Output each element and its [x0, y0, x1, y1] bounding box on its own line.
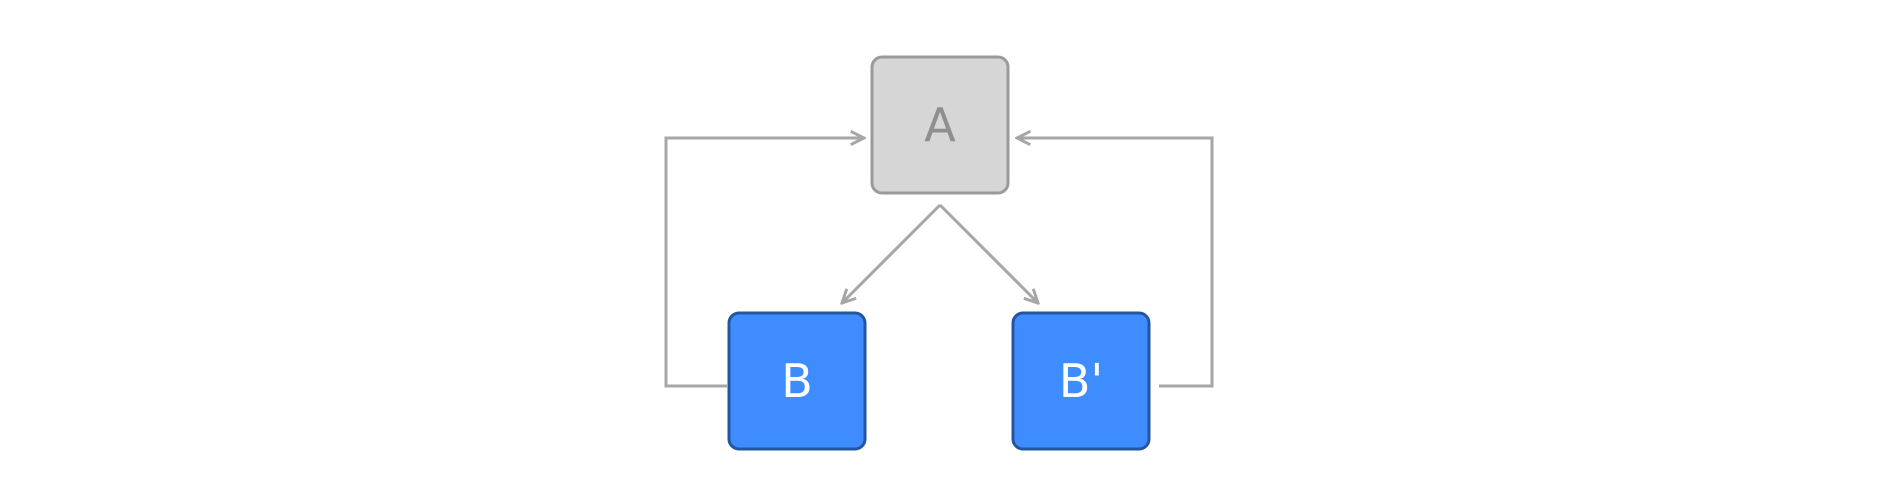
- node-b-box: [727, 311, 867, 451]
- node-b-prime-label: B': [1059, 354, 1103, 408]
- node-b-label: B: [781, 354, 813, 408]
- edge-b-prime-to-a: [1017, 138, 1214, 388]
- edge-a-to-b-prime: [938, 203, 1038, 303]
- node-b: B: [727, 311, 867, 451]
- edges: [664, 138, 1214, 388]
- node-a: A: [870, 55, 1010, 195]
- node-b-prime: B': [1011, 311, 1151, 451]
- edge-b-to-a: [664, 138, 864, 388]
- node-b-prime-box: [1011, 311, 1151, 451]
- node-a-label: A: [924, 98, 956, 152]
- edge-a-to-b: [842, 203, 942, 303]
- node-a-box: [870, 55, 1010, 195]
